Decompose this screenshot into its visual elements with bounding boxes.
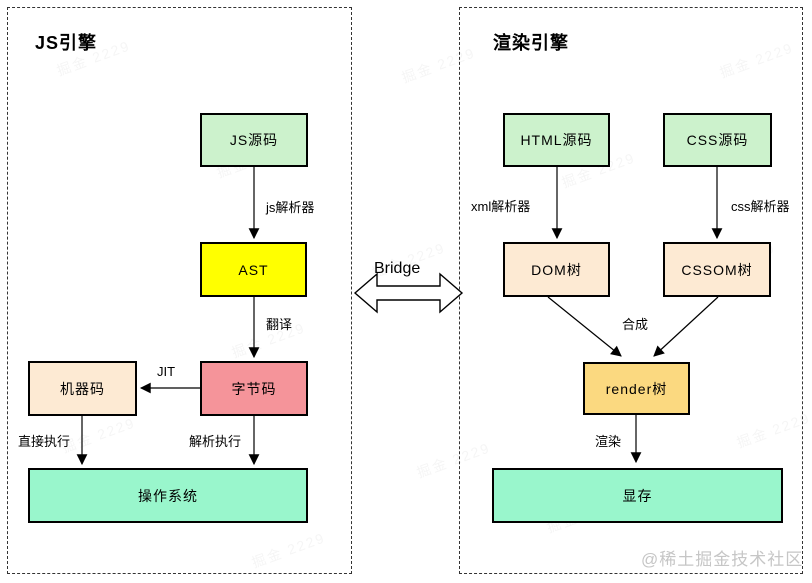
- node-render-tree: render树: [583, 362, 690, 415]
- node-css-source: CSS源码: [663, 113, 772, 167]
- edge-label-interpret-exec: 解析执行: [189, 434, 242, 449]
- credit-watermark: @稀土掘金技术社区: [641, 550, 804, 569]
- node-js-source: JS源码: [200, 113, 308, 167]
- js-engine-title: JS引擎: [35, 33, 98, 53]
- node-cssom-tree: CSSOM树: [663, 242, 771, 297]
- edge-label-css-parser: css解析器: [731, 199, 790, 214]
- node-bytecode: 字节码: [200, 361, 308, 416]
- edge-label-xml-parser: xml解析器: [471, 199, 531, 214]
- edge-label-jit: JIT: [157, 364, 176, 379]
- bridge-label: Bridge: [374, 260, 421, 277]
- edge-label-compose: 合成: [622, 317, 649, 332]
- edge-label-translate: 翻译: [266, 317, 293, 332]
- js-engine-panel: [7, 7, 352, 574]
- node-ast: AST: [200, 242, 307, 297]
- edge-label-direct-exec: 直接执行: [18, 434, 71, 449]
- edge-label-render: 渲染: [595, 434, 622, 449]
- edge-label-js-parser: js解析器: [266, 200, 315, 215]
- node-html-source: HTML源码: [503, 113, 610, 167]
- bridge-double-arrow: [353, 272, 464, 314]
- node-vram: 显存: [492, 468, 783, 523]
- node-operating-system: 操作系统: [28, 468, 308, 523]
- node-dom-tree: DOM树: [503, 242, 610, 297]
- render-engine-title: 渲染引擎: [493, 33, 569, 53]
- node-machine-code: 机器码: [28, 361, 137, 416]
